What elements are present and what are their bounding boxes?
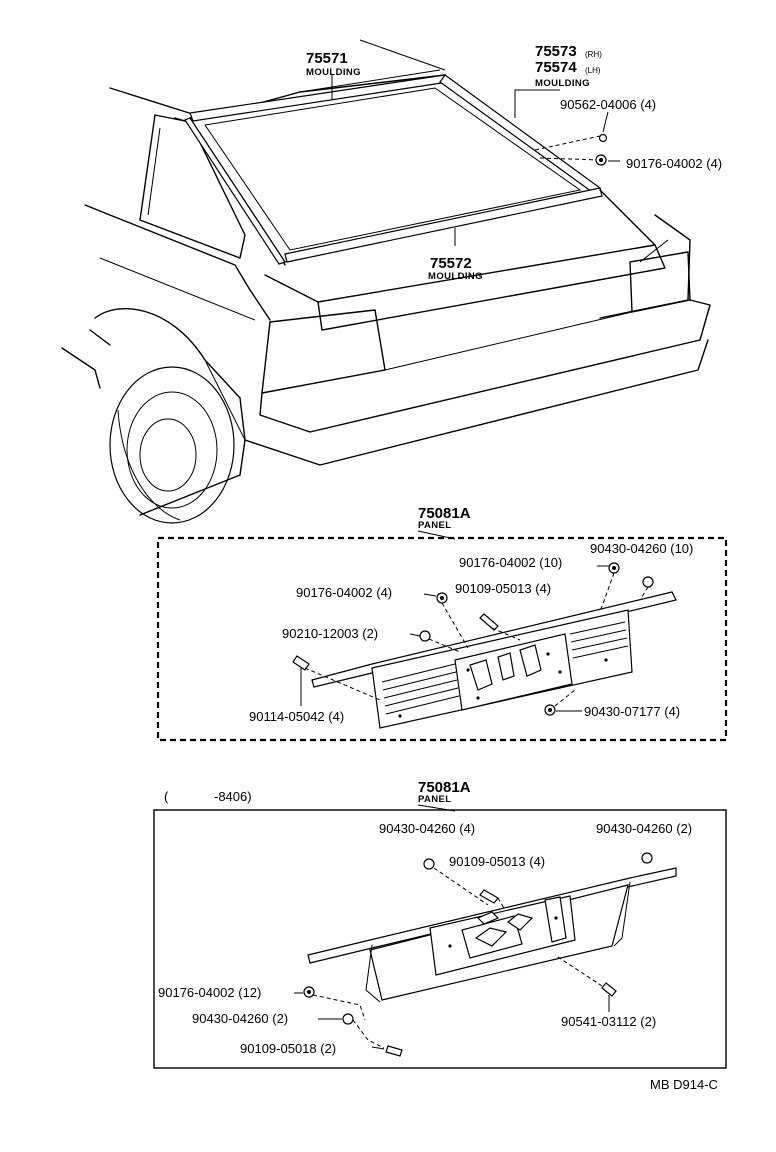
panel-b-label-90176-12: 90176-04002 (12)	[158, 985, 261, 1000]
panel-b-frame	[153, 809, 727, 1069]
label-75573: 75573	[535, 43, 577, 60]
label-75572: 75572	[430, 255, 472, 272]
label-75574-side: (LH)	[585, 66, 601, 75]
panel-a-label-90430-10: 90430-04260 (10)	[590, 541, 693, 556]
label-75571: 75571	[306, 50, 348, 67]
panel-a-frame	[156, 536, 728, 742]
car-leader-lines	[331, 39, 620, 246]
panel-b-label-90109-4: 90109-05013 (4)	[449, 854, 545, 869]
label-90176-top: 90176-04002 (4)	[626, 156, 722, 171]
panel-b-label-90109-05018: 90109-05018 (2)	[240, 1041, 336, 1056]
panel-b-name: PANEL	[418, 794, 452, 805]
panel-b-group: ( -8406) 75081A PANEL	[153, 779, 727, 1069]
panel-b-label-90430-4: 90430-04260 (4)	[379, 821, 475, 836]
panel-a-part-no: 75081A	[418, 505, 471, 522]
label-75571-name: MOULDING	[306, 67, 361, 78]
label-75572-name: MOULDING	[428, 271, 483, 282]
drawing-code: MB D914-C	[650, 1077, 718, 1092]
panel-a-name: PANEL	[418, 520, 452, 531]
panel-b-date-close: -8406)	[214, 789, 252, 804]
panel-a-label-90176-4: 90176-04002 (4)	[296, 585, 392, 600]
panel-a-garnish	[311, 591, 677, 729]
panel-a-label-90114: 90114-05042 (4)	[249, 709, 344, 724]
panel-b-garnish	[307, 867, 677, 1003]
panel-a-label-90109-4: 90109-05013 (4)	[455, 581, 551, 596]
panel-a-group: 75081A PANEL	[156, 505, 728, 742]
label-75574: 75574	[535, 59, 577, 76]
panel-a-label-90430-07177: 90430-07177 (4)	[584, 704, 680, 719]
panel-b-label-90430-2-left: 90430-04260 (2)	[192, 1011, 288, 1026]
label-75573-name: MOULDING	[535, 78, 590, 89]
panel-a-label-90176-10: 90176-04002 (10)	[459, 555, 562, 570]
car-rear-drawing	[61, 69, 711, 524]
car-labels: 75571 MOULDING 75573 (RH) 75574 (LH) MOU…	[306, 43, 722, 282]
panel-b-date-open: (	[164, 789, 169, 804]
panel-b-label-90541: 90541-03112 (2)	[561, 1014, 656, 1029]
panel-b-part-no: 75081A	[418, 779, 471, 796]
label-90562: 90562-04006 (4)	[560, 97, 656, 112]
panel-b-label-90430-2-right: 90430-04260 (2)	[596, 821, 692, 836]
label-75573-side: (RH)	[585, 50, 602, 59]
panel-a-label-90210: 90210-12003 (2)	[282, 626, 378, 641]
